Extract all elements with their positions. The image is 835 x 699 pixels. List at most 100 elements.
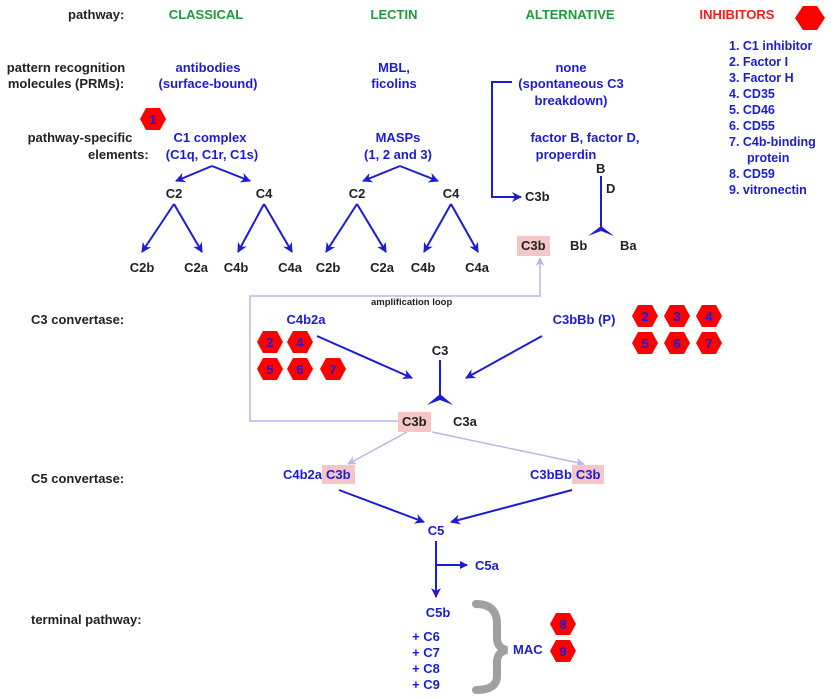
hexagon-icon xyxy=(257,331,283,353)
alternative-c3b-highlight: C3b xyxy=(517,236,550,256)
inhibitor-badge-number: 1 xyxy=(149,112,156,127)
c5-label: C5 xyxy=(427,523,445,538)
inhibitor-badge-mac: 9 xyxy=(550,640,576,662)
alternative-element-line2: properdin xyxy=(535,147,597,162)
arrow-c4b2ac3b-to-c5 xyxy=(338,489,425,524)
inhibitor-badge-c3-convertase-right: 7 xyxy=(696,332,722,354)
inhibitor-item: 8. CD59 xyxy=(729,167,775,181)
inhibitor-item: 5. CD46 xyxy=(729,103,775,117)
inhibitor-badge-c3-convertase-right: 5 xyxy=(632,332,658,354)
inhibitors-title: INHIBITORS xyxy=(699,7,775,22)
lectin-element-line2: (1, 2 and 3) xyxy=(364,147,432,162)
inhibitor-item: 2. Factor I xyxy=(729,55,789,69)
inhibitor-badge-c3-convertase-right: 4 xyxy=(696,305,722,327)
inhibitor-badge-c1: 1 xyxy=(140,108,166,130)
lectin-pathway-title: LECTIN xyxy=(370,7,418,22)
classical-c2: C2 xyxy=(165,186,183,201)
specific-row-label-line1: pathway-specific xyxy=(27,130,133,145)
inhibitor-item: 6. CD55 xyxy=(729,119,775,133)
arrow-c1-to-c2 xyxy=(175,165,213,183)
hexagon-icon xyxy=(550,640,576,662)
inhibitor-badge-c3-convertase-left: 5 xyxy=(257,358,283,380)
hexagon-icon xyxy=(287,358,313,380)
inhibitor-badge-c3-convertase-left: 2 xyxy=(257,331,283,353)
c3-label: C3 xyxy=(431,343,449,358)
arrow-alt-to-c3b xyxy=(491,81,522,202)
inhibitor-item: 7. C4b-binding xyxy=(729,135,816,149)
alternative-prm-line1: none xyxy=(555,60,587,75)
classical-element-line1: C1 complex xyxy=(173,130,247,145)
inhibitor-badge-c3-convertase-right: 3 xyxy=(664,305,690,327)
factor-b-label: B xyxy=(596,161,606,176)
inhibitor-item: 1. C1 inhibitor xyxy=(729,39,813,53)
arrow-c3bbbc3b-to-c5 xyxy=(450,489,573,525)
mac-label: MAC xyxy=(513,642,543,657)
inhibitor-badge-number: 2 xyxy=(266,335,273,350)
arrow-c3b-to-c4b2ac3b xyxy=(347,431,408,465)
arrow-masp-to-c2 xyxy=(362,165,401,183)
factor-d-label: D xyxy=(606,181,616,196)
c5-convertase-row-label: C5 convertase: xyxy=(31,471,125,486)
inhibitor-item: 3. Factor H xyxy=(729,71,794,85)
arrow-c1-to-c4 xyxy=(211,165,251,183)
arrow-lectin-c4-to-c4b xyxy=(423,203,452,253)
classical-prm-line2: (surface-bound) xyxy=(158,76,258,91)
hexagon-icon xyxy=(632,305,658,327)
c5-convertase-classical-prefix: C4b2a xyxy=(283,467,323,482)
alternative-element-line1: factor B, factor D, xyxy=(530,130,640,145)
prm-row-label-line2: molecules (PRMs): xyxy=(7,76,125,91)
inhibitor-badge-c3-convertase-left: 7 xyxy=(320,358,346,380)
c5a-label: C5a xyxy=(475,558,499,573)
arrow-c3b-to-c3bbbc3b xyxy=(431,431,585,467)
hexagon-icon xyxy=(696,332,722,354)
inhibitor-badge-c3-convertase-left: 4 xyxy=(287,331,313,353)
arrow-lectin-c2-to-c2a xyxy=(356,203,387,253)
alternative-prm-line2: (spontaneous C3 xyxy=(518,76,624,91)
c3a-label: C3a xyxy=(453,414,477,429)
arrow-masp-to-c4 xyxy=(399,165,439,183)
hexagon-icon xyxy=(320,358,346,380)
arrow-lectin-c4-to-c4a xyxy=(450,203,479,253)
arrow-c2-to-c2b xyxy=(141,203,175,253)
inhibitor-badge-number: 6 xyxy=(296,362,303,377)
hexagon-icon xyxy=(140,108,166,130)
inhibitor-badge-number: 5 xyxy=(266,362,273,377)
classical-element-line2: (C1q, C1r, C1s) xyxy=(165,147,259,162)
lectin-c2: C2 xyxy=(348,186,366,201)
c5-convertase-alternative-c3b: C3b xyxy=(571,465,605,484)
lectin-c4a: C4a xyxy=(465,260,489,275)
classical-prm-line1: antibodies xyxy=(175,60,241,75)
alternative-c3b: C3b xyxy=(525,189,550,204)
hexagon-icon xyxy=(550,613,576,635)
alternative-prm-line3: breakdown) xyxy=(534,93,608,108)
classical-c4a: C4a xyxy=(278,260,302,275)
amplification-loop-line xyxy=(249,257,545,422)
plus-c9: + C9 xyxy=(412,677,440,692)
mac-brace xyxy=(472,600,509,694)
c5b-label: C5b xyxy=(425,605,451,620)
c4b2a-convertase: C4b2a xyxy=(286,312,326,327)
inhibitor-badge-number: 4 xyxy=(705,309,713,324)
inhibitor-list: 1. C1 inhibitor 2. Factor I 3. Factor H … xyxy=(729,38,816,198)
inhibitor-badge-number: 3 xyxy=(673,309,680,324)
lectin-c4b: C4b xyxy=(410,260,436,275)
inhibitor-badge-number: 5 xyxy=(641,336,648,351)
inhibitor-item: 9. vitronectin xyxy=(729,183,807,197)
c3bbb-p-convertase: C3bBb (P) xyxy=(552,312,616,327)
inhibitor-badge-c3-convertase-left: 6 xyxy=(287,358,313,380)
inhibitor-item-continuation: protein xyxy=(747,151,790,165)
arrow-lectin-c2-to-c2b xyxy=(325,203,358,253)
inhibitor-badge-c3-convertase-right: 6 xyxy=(664,332,690,354)
classical-c2a: C2a xyxy=(184,260,208,275)
classical-c4: C4 xyxy=(255,186,273,201)
inhibitor-badge-mac: 8 xyxy=(550,613,576,635)
inhibitor-badge-number: 4 xyxy=(296,335,304,350)
hexagon-icon xyxy=(696,305,722,327)
classical-c2b: C2b xyxy=(129,260,155,275)
hexagon-icon xyxy=(664,332,690,354)
prm-row-label-line1: pattern recognition xyxy=(6,60,126,75)
